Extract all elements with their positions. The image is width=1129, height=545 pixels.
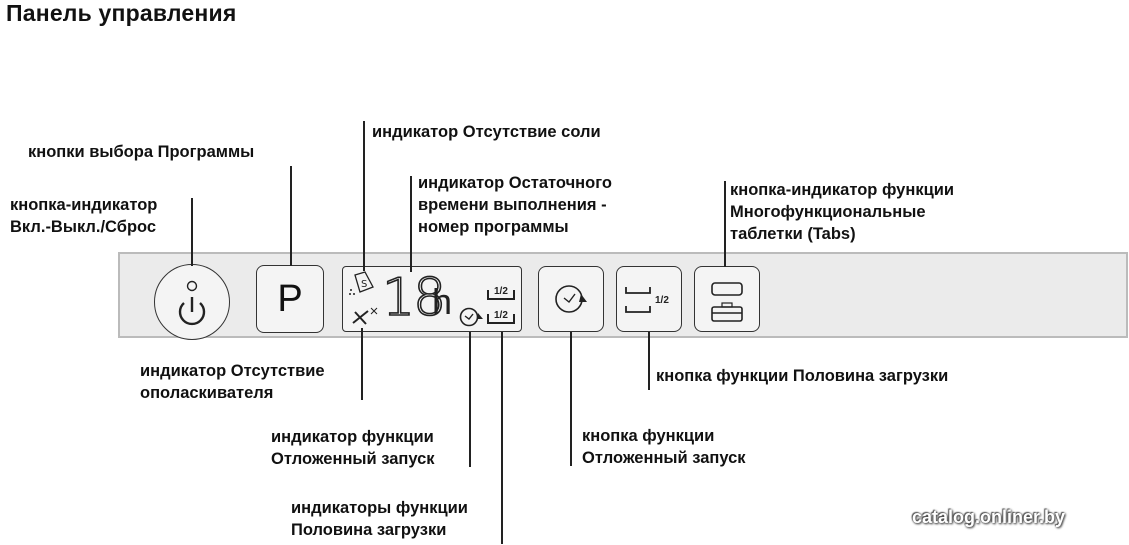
clock-icon [554,284,587,313]
label-half-load-indicators: индикаторы функции Половина загрузки [291,497,468,541]
program-button[interactable]: P [256,265,324,333]
display-digits: 18 [381,267,447,329]
label-remaining-line1: индикатор Остаточного [418,174,612,192]
label-delay-indicator: индикатор функции Отложенный запуск [271,426,435,470]
label-delay-ind-line2: Отложенный запуск [271,450,435,468]
label-power-line2: Вкл.-Выкл./Сброс [10,218,157,236]
half-load-icon [624,286,651,313]
half-load-button-label: 1/2 [655,295,669,306]
label-delay-ind-line1: индикатор функции [271,428,434,446]
leader-rinse [361,328,363,400]
watermark: catalog.onliner.by [912,507,1066,527]
leader-half-indicators [501,332,503,544]
label-remaining-line2: времени выполнения - [418,196,607,214]
label-no-salt: индикатор Отсутствие соли [372,123,601,141]
label-half-load-button: кнопка функции Половина загрузки [656,367,949,385]
half-load-button[interactable]: 1/2 [616,266,682,332]
label-power: кнопка-индикатор Вкл.-Выкл./Сброс [10,194,157,238]
delay-indicator-icon [459,307,483,327]
label-tabs-line3: таблетки (Tabs) [730,225,856,243]
leader-power [191,198,193,266]
half-load-indicator-upper [487,290,515,300]
label-tabs-line1: кнопка-индикатор функции [730,181,955,199]
tabs-button[interactable] [694,266,760,332]
label-tabs-line2: Многофункциональные [730,203,926,221]
label-remaining-time: индикатор Остаточного времени выполнения… [418,172,612,238]
tabs-icon [710,281,743,322]
salt-icon: S [349,271,374,295]
leader-delay-indicator [469,332,471,467]
leader-tabs [724,181,726,267]
display-hour-unit: h [432,281,453,322]
leader-half-button [648,332,650,390]
leader-remaining [410,176,412,272]
page-title: Панель управления [6,0,237,26]
half-label-upper: 1/2 [494,286,508,297]
rinse-aid-icon [352,307,378,325]
svg-text:S: S [361,279,367,290]
label-half-ind-line2: Половина загрузки [291,521,447,539]
half-load-indicator-lower [487,314,515,324]
label-rinse-line2: ополаскивателя [140,384,274,402]
label-delay-button: кнопка функции Отложенный запуск [582,425,746,469]
power-icon [178,280,205,325]
delay-start-button[interactable] [538,266,604,332]
label-program-buttons: кнопки выбора Программы [28,143,255,161]
power-button[interactable] [154,264,230,340]
label-no-rinse-aid: индикатор Отсутствие ополаскивателя [140,360,325,404]
leader-delay-button [570,332,572,466]
half-label-lower: 1/2 [494,310,508,321]
label-remaining-line3: номер программы [418,218,569,236]
leader-program [290,166,292,266]
leader-no-salt [363,121,365,271]
label-delay-btn-line2: Отложенный запуск [582,449,746,467]
label-power-line1: кнопка-индикатор [10,196,158,214]
label-delay-btn-line1: кнопка функции [582,427,715,445]
label-tabs: кнопка-индикатор функции Многофункционал… [730,179,954,245]
label-half-ind-line1: индикаторы функции [291,499,468,517]
label-rinse-line1: индикатор Отсутствие [140,362,325,380]
